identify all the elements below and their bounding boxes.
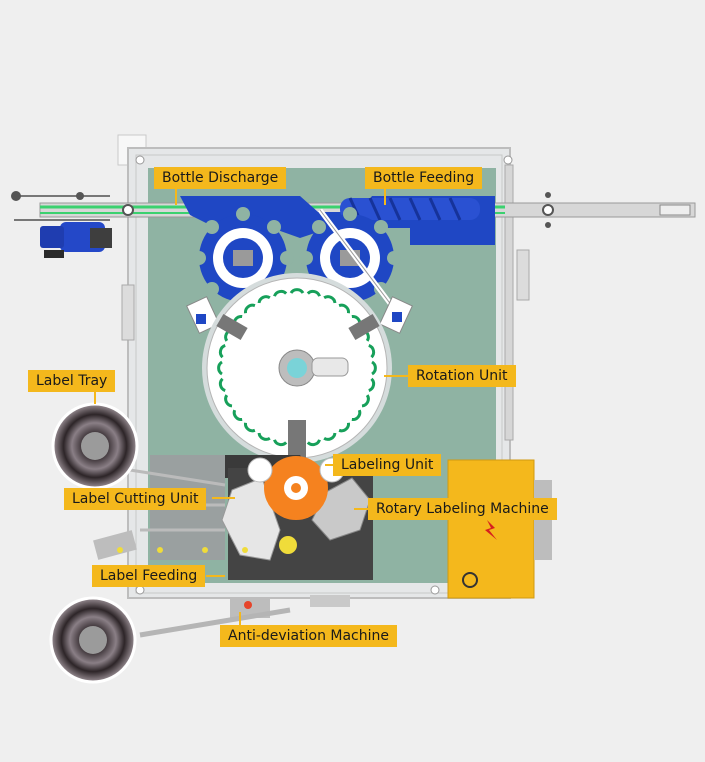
bottle-pocket [257,295,271,304]
bottle-pocket [257,432,271,441]
bottle-pocket [351,409,362,421]
star-wheel-feeding [299,207,401,312]
label-anti-deviation-machine: Anti-deviation Machine [220,625,398,647]
bottle-pocket [323,295,337,304]
label-rotation-unit: Rotation Unit [408,365,516,387]
labeling-drum [247,456,345,520]
bottle-pocket [224,394,233,408]
bottle-pocket [244,303,256,314]
bottle-pocket [338,303,350,314]
bottle-pocket [306,439,321,447]
label-roll-bottom [49,596,137,684]
label-label-feeding: Label Feeding [92,565,206,587]
rotation-turntable [202,273,392,463]
label-bottle-feeding: Bottle Feeding [365,167,483,189]
control-cabinet [447,459,552,599]
bottle-pocket [273,439,288,447]
bottle-pocket [289,288,305,294]
leader-lines [94,189,410,625]
bottle-pocket [232,409,243,421]
bottle-pocket [306,289,321,297]
hazard-icon [485,520,497,540]
label-roll-top [51,402,139,490]
bottle-pocket [371,360,377,376]
label-labeling-unit: Labeling Unit [333,454,442,476]
sensor-right [379,296,413,334]
bottle-pocket [244,422,256,433]
label-label-tray: Label Tray [28,370,116,392]
bottle-pocket [361,394,370,408]
bottle-pocket [218,344,226,359]
label-label-cutting-unit: Label Cutting Unit [64,488,207,510]
star-wheel-discharge [192,207,294,309]
label-rotary-labeling-machine: Rotary Labeling Machine [368,498,557,520]
label-bottle-discharge: Bottle Discharge [154,167,287,189]
infeed-screw [340,197,480,221]
drive-motor [40,222,112,258]
bottle-pocket [338,422,350,433]
bottle-pocket [323,432,337,441]
bottle-pocket [368,344,376,359]
sensor-left [186,296,220,334]
bottle-pocket [273,289,288,297]
bottle-pocket [218,377,226,392]
bottle-pocket [368,377,376,392]
bottle-pocket [217,360,223,376]
